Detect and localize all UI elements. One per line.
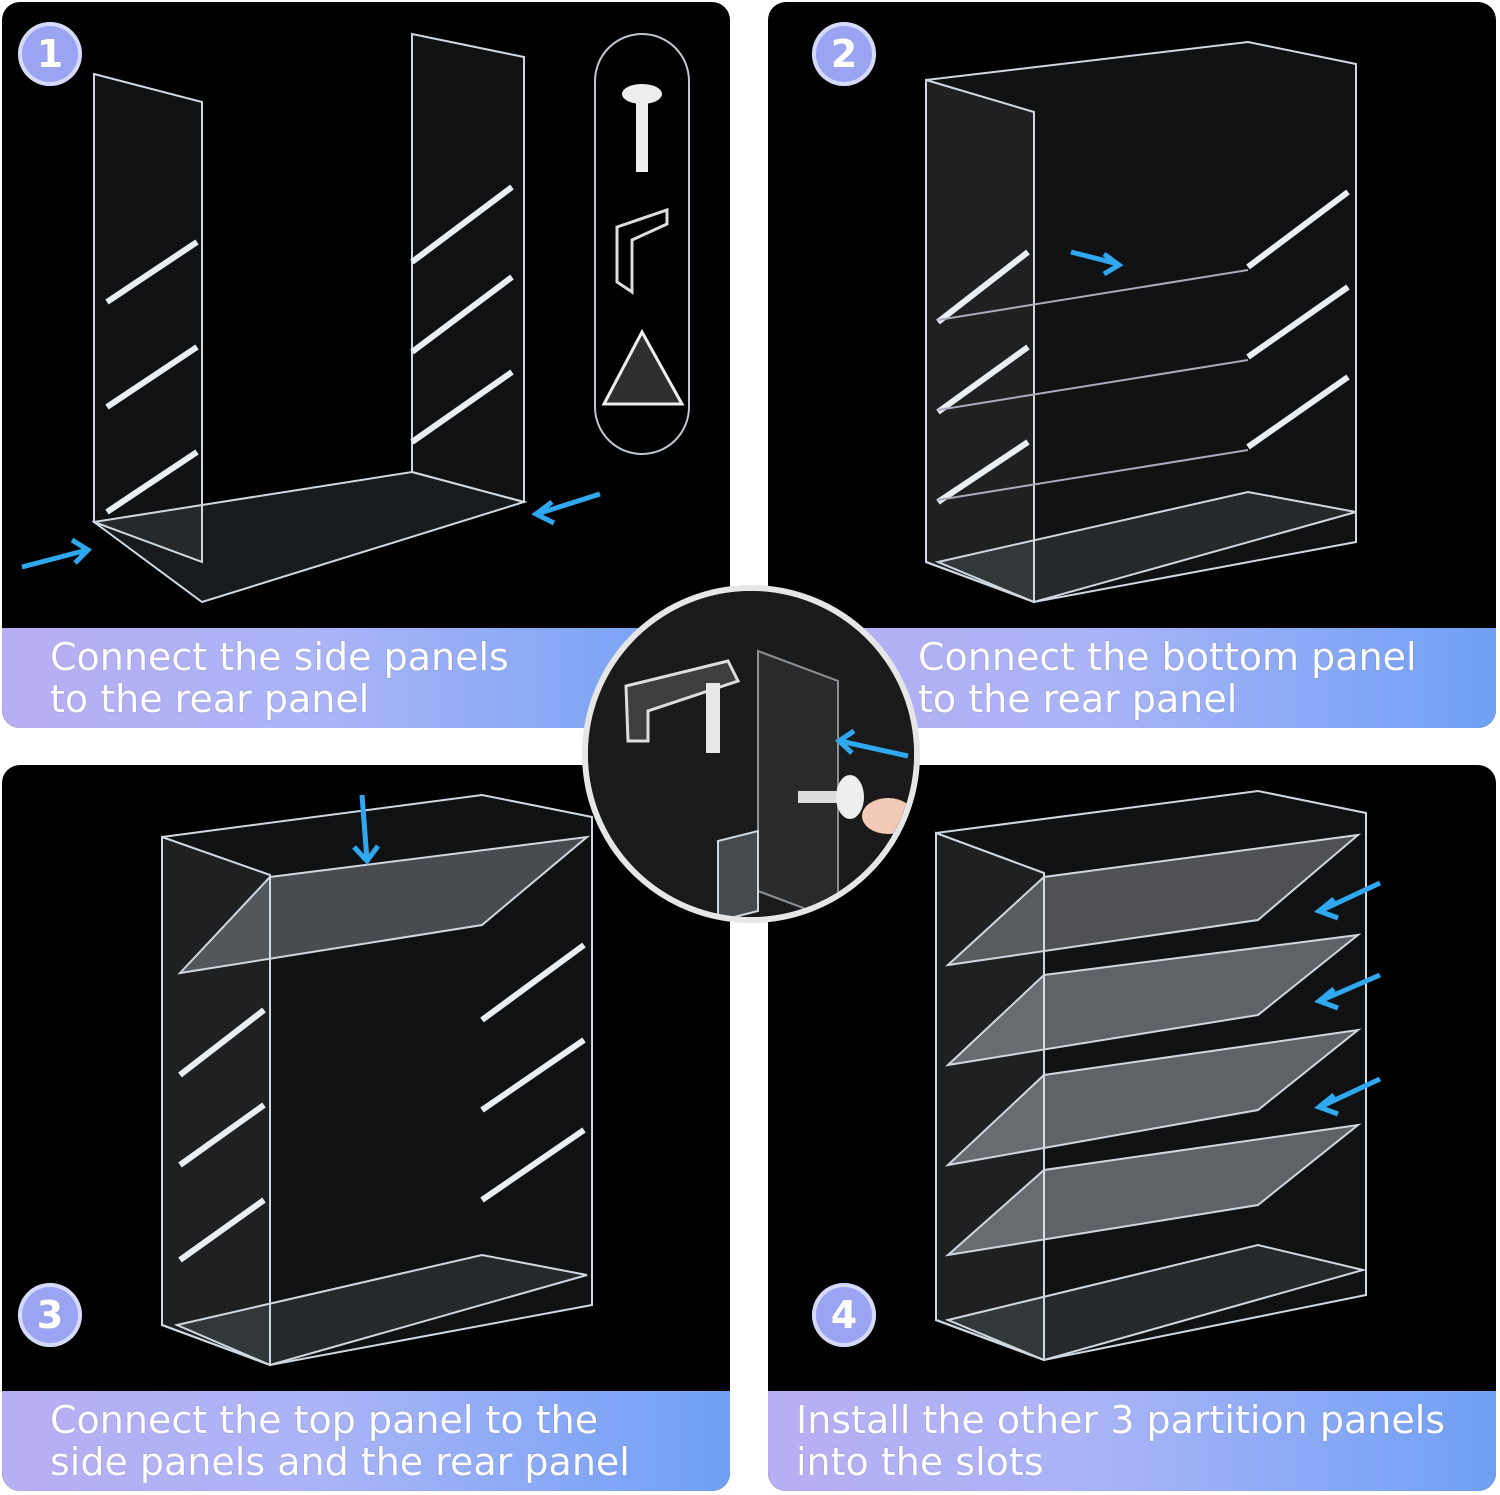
step-3-panel: 3 Connect the top panel to the side pane… [2,765,730,1491]
step-2-illustration [925,40,1357,604]
caption-line-2: to the rear panel [918,677,1238,721]
push-pin-icon [622,84,662,172]
arrow-icon [21,491,601,570]
partition-panel [944,1028,1362,1167]
caption-line-1: Connect the side panels [50,635,509,679]
l-bracket-icon [624,659,741,743]
step-1-illustration [21,32,690,604]
caption-line-2: to the rear panel [50,677,370,721]
step-caption: Install the other 3 partition panels int… [768,1391,1496,1491]
bottom-panel [173,1253,588,1367]
top-panel [177,835,591,975]
caption-line-1: Connect the top panel to the [50,1398,599,1442]
step-1-panel: 1 Connect the side panels to the rear pa… [2,2,730,728]
bottom-panel [944,1243,1367,1362]
partition-panel [944,1123,1362,1257]
step-number-badge: 1 [18,22,82,86]
connector-detail-zoom [582,585,920,923]
caption-line-1: Install the other 3 partition panels [796,1398,1446,1442]
connector-detail-illustration [588,591,914,917]
parts-capsule [594,33,690,455]
step-caption: Connect the top panel to the side panels… [2,1391,730,1491]
step-number-badge: 2 [812,22,876,86]
step-number-badge: 4 [812,1283,876,1347]
triangle-connector-icon [601,328,685,406]
step-4-panel: 4 Install the other 3 partition panels i… [768,765,1496,1491]
partition-panel [944,933,1362,1067]
arrow-icon [834,728,909,759]
caption-line-2: side panels and the rear panel [50,1440,630,1484]
bottom-panel [934,490,1357,604]
push-pin-icon [706,683,720,753]
step-2-panel: 2 Connect the bottom panel to the rear p… [768,2,1496,728]
l-bracket-icon [615,207,669,295]
partition-panel [944,833,1362,967]
left-side-panel [93,72,203,564]
step-number-badge: 3 [18,1283,82,1347]
panel-edge [757,649,839,917]
caption-line-2: into the slots [796,1440,1044,1484]
step-3-illustration [161,793,593,1367]
arrow-icon [1070,249,1124,277]
step-4-illustration [935,789,1382,1362]
bottom-panel [91,470,528,604]
arrow-icon [1313,880,1382,1117]
arrow-icon [352,794,381,865]
left-side-panel [925,78,1035,604]
caption-line-1: Connect the bottom panel [918,635,1417,679]
